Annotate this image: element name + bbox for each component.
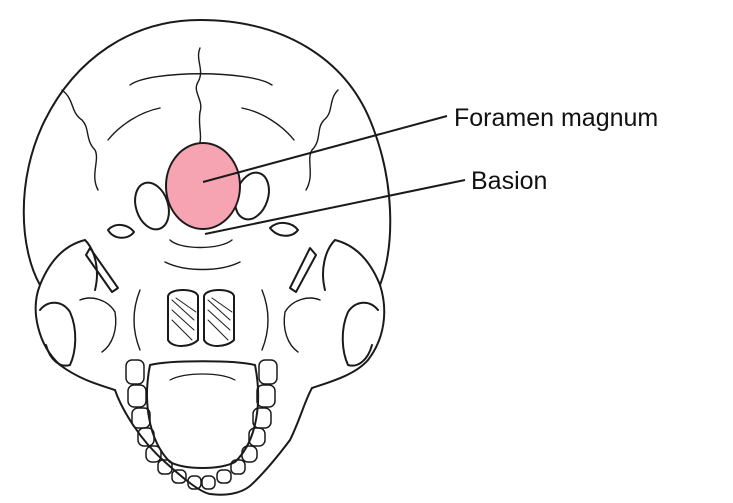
foramen-magnum-label: Foramen magnum [454,104,658,132]
choana-hatching-right [208,298,232,340]
leader-lines [203,116,465,234]
basion-leader-line [205,180,465,234]
foramen-magnum-shape [166,143,240,229]
mastoid-right [323,240,380,290]
sagittal-suture [196,48,201,112]
zygomatic-arch-left [40,303,75,366]
skull-outline [24,20,390,495]
infratemporal-fossa-right [284,298,320,352]
styloid-process-left [86,248,118,292]
tooth [242,446,257,462]
pterygoid-plate-left [134,290,140,350]
mastoid-left [40,240,97,290]
lambdoid-suture-left [62,90,98,190]
tooth [126,360,144,384]
styloid-process-right [290,248,316,292]
occipital-crest [199,112,200,142]
zygomatic-arch-right [343,303,378,366]
basilar-part [165,240,240,270]
nuchal-line-right [242,108,294,140]
palatine-suture [170,374,235,380]
nuchal-line-left [108,108,160,140]
jugular-foramen-right [270,223,298,236]
choana-left [168,290,198,346]
tooth [259,360,277,384]
lambdoid-suture-right [306,90,338,190]
basion-label: Basion [471,167,547,195]
tooth [257,385,275,407]
pterygoid-plate-right [262,290,268,350]
foramen-magnum-leader-line [203,116,447,182]
skull-illustration [24,20,390,495]
choana-right [204,290,234,346]
infratemporal-fossa-left [80,298,116,352]
tooth [128,385,146,407]
jugular-foramen-left [108,225,134,238]
choana-hatching-left [172,298,196,340]
tooth [172,470,186,483]
tooth [217,470,231,483]
tooth [202,476,215,489]
